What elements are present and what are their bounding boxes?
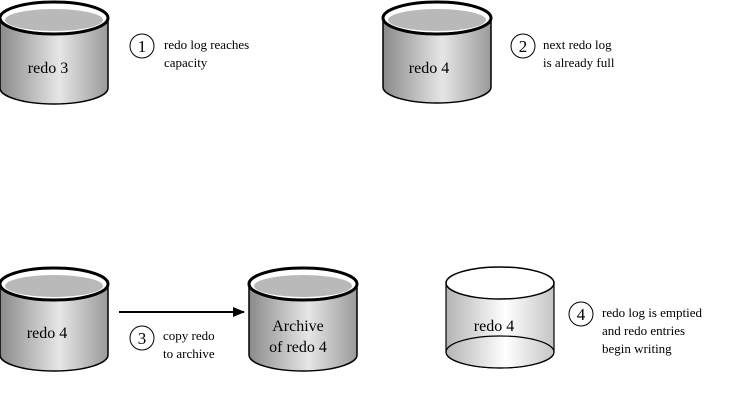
cylinder-redo-4-empty: redo 4 — [445, 266, 555, 369]
step-4: 4 redo log is emptied and redo entries b… — [568, 301, 703, 356]
cylinder-archive: Archive of redo 4 — [247, 266, 359, 372]
step-number-circle — [510, 33, 536, 59]
step-number: 2 — [519, 37, 528, 56]
cylinder-redo-4-source: redo 4 — [0, 266, 110, 372]
cylinder-label: redo 4 — [27, 325, 67, 342]
step-number-circle — [129, 33, 155, 59]
step-3: 3 copy redo to archive — [129, 325, 215, 361]
step-text-line-2: and redo entries — [602, 323, 685, 338]
step-number-circle — [129, 325, 155, 351]
step-text-line-2: is already full — [543, 55, 615, 70]
cylinder-redo-4-full: redo 4 — [381, 0, 493, 104]
cylinder-label: redo 3 — [28, 60, 68, 77]
archive-label-line-1: Archive — [272, 318, 324, 335]
cylinder-label: redo 4 — [409, 60, 449, 77]
step-text-line-1: next redo log — [543, 37, 612, 52]
cylinder-label: redo 4 — [474, 318, 514, 335]
step-1: 1 redo log reaches capacity — [129, 33, 249, 70]
step-number: 4 — [577, 305, 586, 324]
step-text-line-2: capacity — [164, 55, 208, 70]
step-text-line-3: begin writing — [602, 341, 672, 356]
step-number: 3 — [138, 329, 147, 348]
step-number: 1 — [138, 37, 147, 56]
step-number-circle — [568, 301, 594, 327]
cylinder-redo-3: redo 3 — [0, 0, 110, 105]
step-2: 2 next redo log is already full — [510, 33, 615, 70]
step-text-line-2: to archive — [163, 346, 215, 361]
archive-label-line-2: of redo 4 — [269, 339, 327, 356]
step-text-line-1: redo log is emptied — [602, 305, 703, 320]
step-text-line-1: redo log reaches — [164, 37, 249, 52]
step-text-line-1: copy redo — [163, 328, 215, 343]
